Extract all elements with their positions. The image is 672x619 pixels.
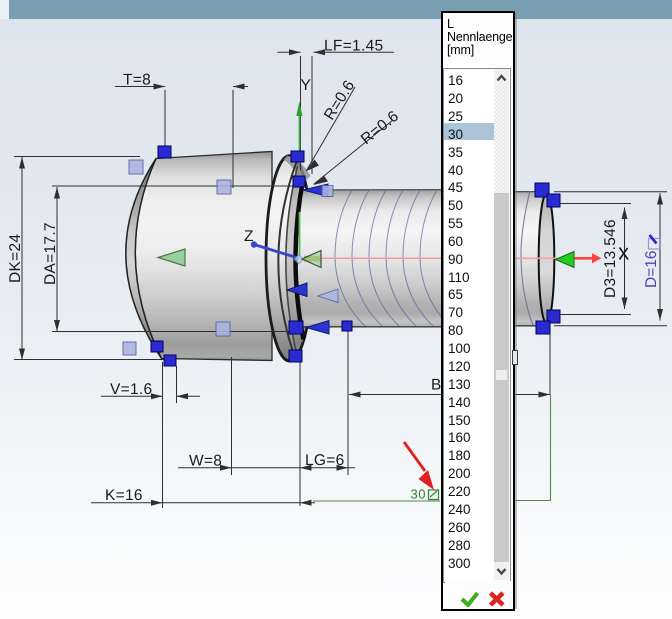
svg-text:B: B [431,377,442,394]
svg-text:LG=6: LG=6 [305,452,345,469]
svg-text:30: 30 [411,487,426,502]
svg-text:K=16: K=16 [105,487,143,504]
svg-text:Y: Y [301,77,312,94]
svg-text:D=16: D=16 [643,251,660,289]
svg-text:T=8: T=8 [123,72,151,89]
svg-text:R=0.6: R=0.6 [321,77,358,123]
svg-text:DA=17.7: DA=17.7 [42,222,59,285]
svg-text:LF=1.45: LF=1.45 [324,38,383,55]
svg-text:V=1.6: V=1.6 [110,381,152,398]
svg-text:D3=13.546: D3=13.546 [602,219,619,298]
svg-text:DK=24: DK=24 [7,234,24,283]
svg-text:R=0.6: R=0.6 [358,108,402,148]
svg-text:Z: Z [244,228,254,245]
svg-text:W=8: W=8 [189,453,222,470]
